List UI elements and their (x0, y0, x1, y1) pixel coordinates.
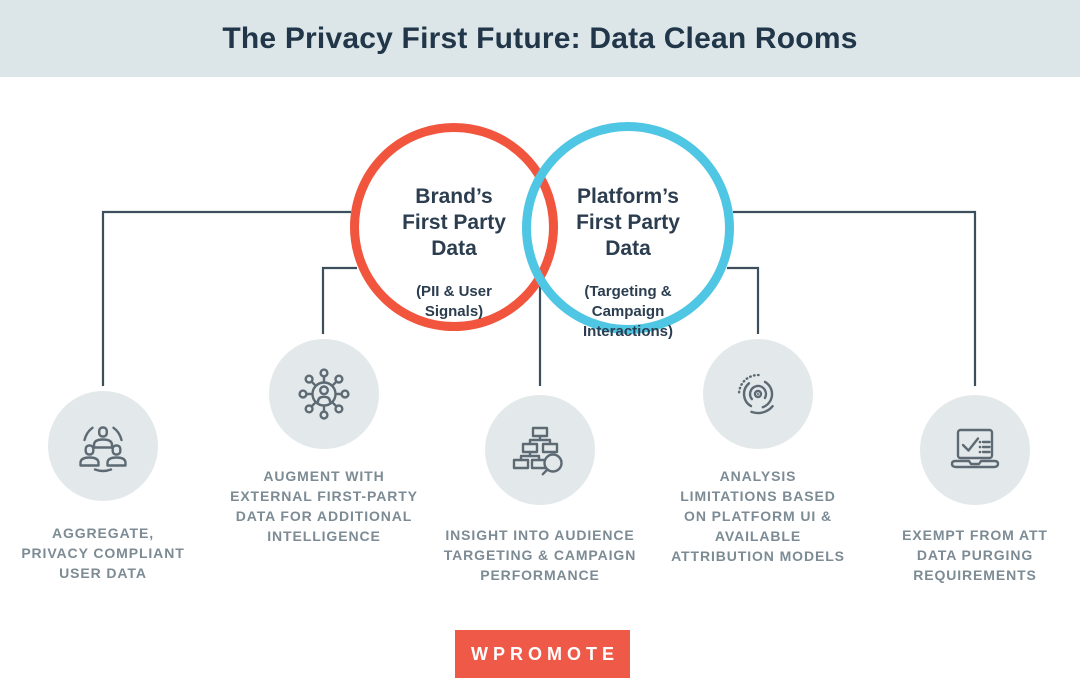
wpromote-logo: WPROMOTE (455, 630, 630, 678)
node-aggregate-badge (48, 391, 158, 501)
platform-circle-fill (526, 126, 730, 330)
connector-node1 (101, 210, 351, 386)
analysis-arcs-icon (737, 373, 774, 415)
wpromote-logo-text: WPROMOTE (471, 643, 619, 664)
laptop-checklist-icon (950, 428, 1000, 469)
users-group-icon (79, 426, 127, 473)
network-hub-icon (298, 368, 350, 420)
node-insight-badge (485, 395, 595, 505)
connector-lines (101, 210, 977, 386)
header-band: The Privacy First Future: Data Clean Roo… (0, 0, 1080, 77)
node-exempt-label: EXEMPT FROM ATT DATA PURGING REQUIREMENT… (902, 527, 1048, 583)
node-aggregate-label: AGGREGATE, PRIVACY COMPLIANT USER DATA (21, 525, 185, 581)
node-insight-label: INSIGHT INTO AUDIENCE TARGETING & CAMPAI… (443, 527, 637, 583)
node-analysis-label: ANALYSIS LIMITATIONS BASED ON PLATFORM U… (671, 468, 845, 564)
brand-circle-fill (354, 127, 554, 327)
connector-node4 (727, 266, 760, 334)
connector-node2 (321, 266, 357, 334)
connector-node5 (733, 210, 977, 386)
platform-circle-ring (522, 122, 734, 334)
brand-circle-ring (350, 123, 558, 331)
page-title: The Privacy First Future: Data Clean Roo… (222, 21, 858, 55)
node-exempt-badge (920, 395, 1030, 505)
node-augment-badge (269, 339, 379, 449)
node-analysis-badge (703, 339, 813, 449)
org-chart-search-icon (512, 426, 563, 476)
node-augment-label: AUGMENT WITH EXTERNAL FIRST-PARTY DATA F… (230, 468, 418, 544)
